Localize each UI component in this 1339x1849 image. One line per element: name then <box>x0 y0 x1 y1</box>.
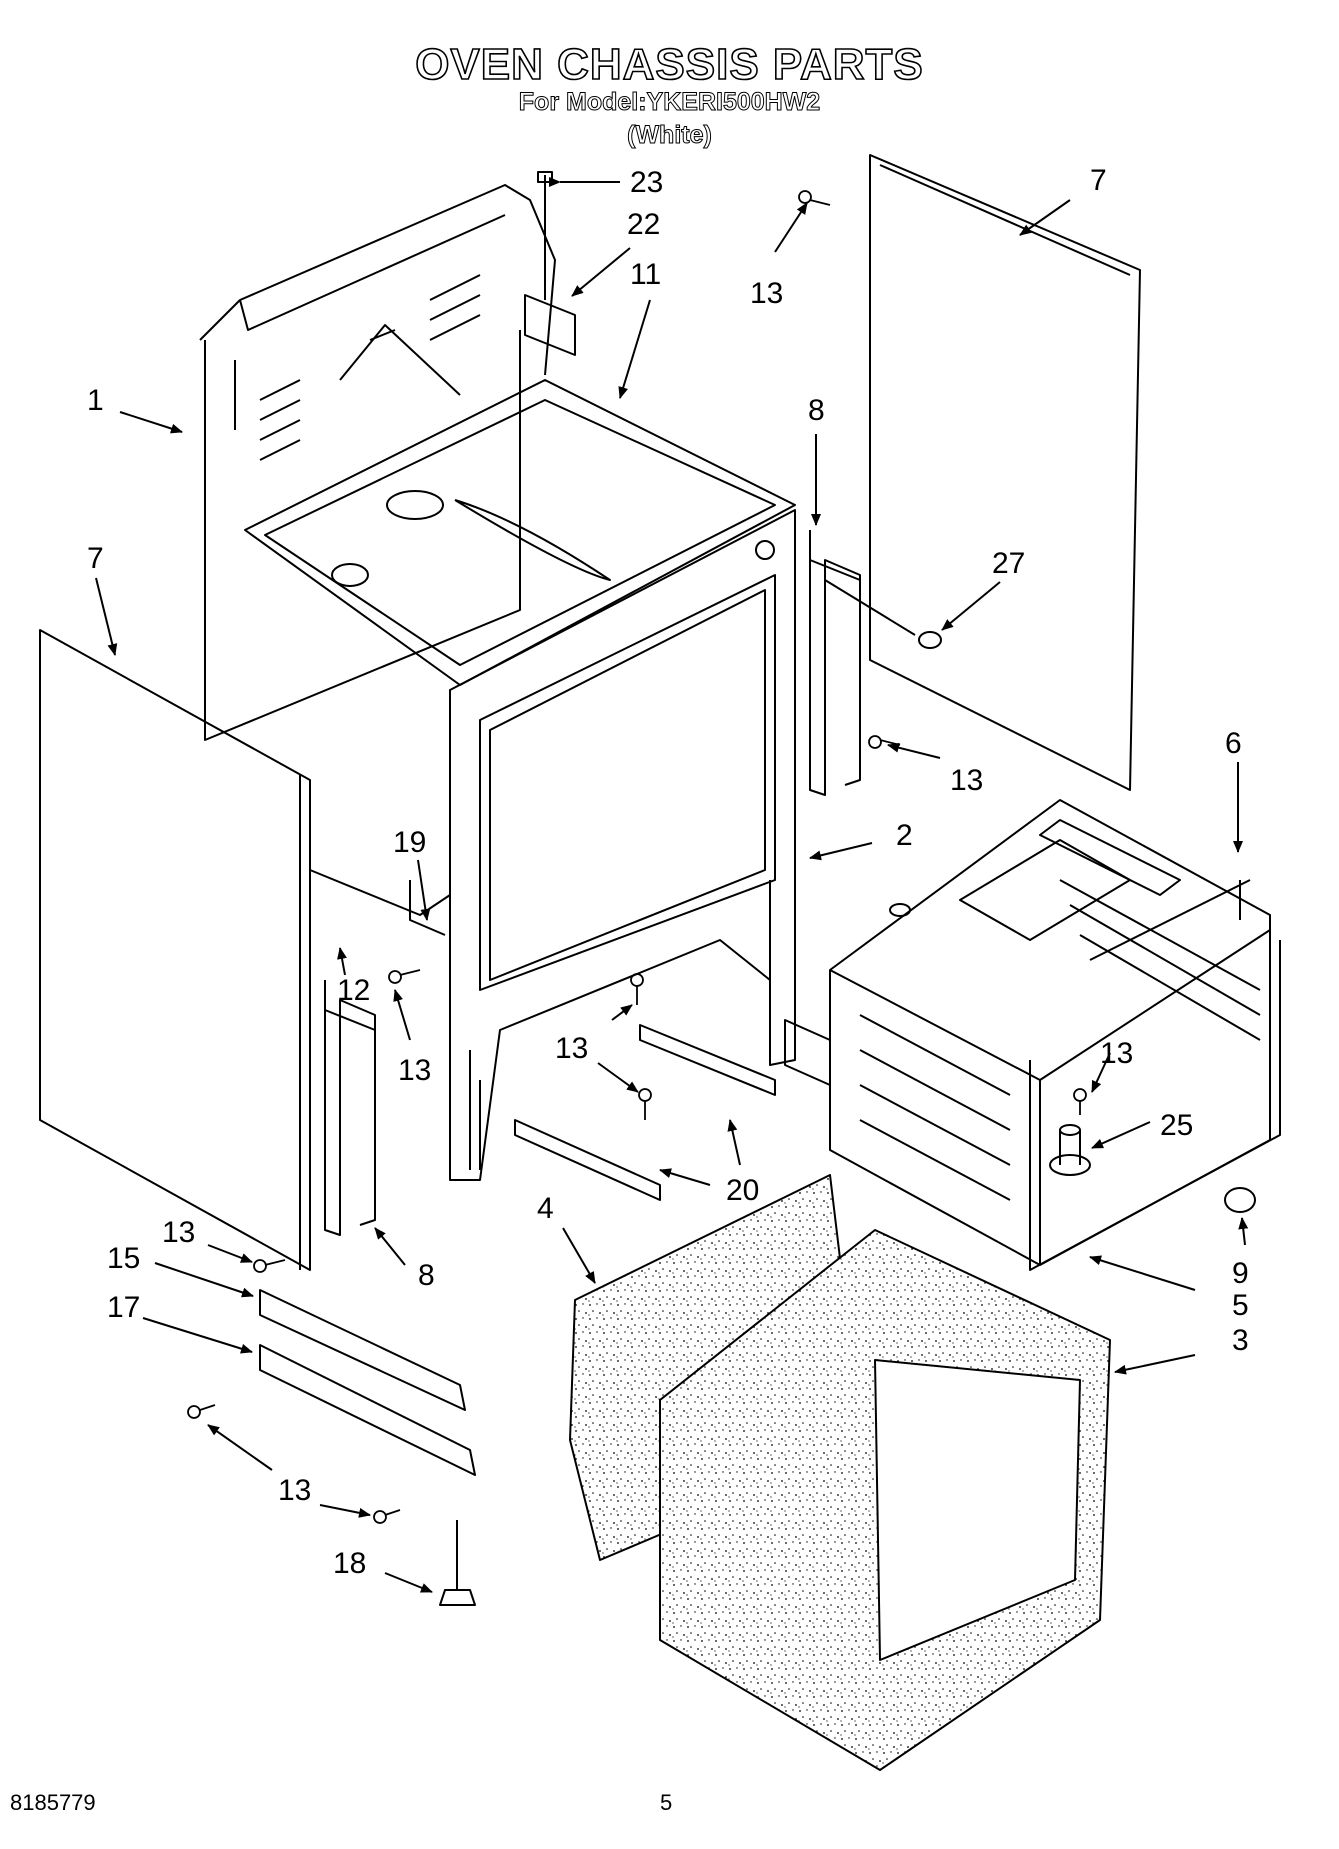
callouts: 23 22 11 1 7 8 7 13 27 13 6 2 19 12 13 1… <box>87 164 1249 1580</box>
callout-12: 12 <box>337 974 370 1007</box>
cooktop-top <box>244 379 796 686</box>
rail-17 <box>259 1344 476 1476</box>
callout-7-left: 7 <box>87 542 104 575</box>
bracket-right <box>809 530 861 796</box>
insulation-blanket-front <box>659 1229 1111 1771</box>
callout-13-bottom: 13 <box>278 1474 311 1507</box>
model-number: For Model:YKERI500HW2 <box>518 88 821 117</box>
callout-13-cavity: 13 <box>1100 1037 1133 1070</box>
color-variant: (White) <box>627 121 713 150</box>
sensor-grommet <box>824 579 942 649</box>
oven-front-frame <box>1029 879 1281 1271</box>
front-frame <box>449 509 796 1181</box>
rail-15 <box>259 1289 466 1411</box>
callout-20: 20 <box>726 1174 759 1207</box>
callout-19: 19 <box>393 826 426 859</box>
callout-2: 2 <box>896 819 913 852</box>
callout-9: 9 <box>1232 1257 1249 1290</box>
callout-23: 23 <box>630 166 663 199</box>
callout-18: 18 <box>333 1547 366 1580</box>
page-title: OVEN CHASSIS PARTS <box>414 39 924 90</box>
bake-element <box>784 1019 831 1086</box>
callout-1: 1 <box>87 384 104 417</box>
bottom-rail-front <box>514 1119 661 1201</box>
hinge-screw <box>537 171 553 300</box>
leader-lines <box>95 177 1249 1593</box>
oven-cavity <box>829 799 1271 1266</box>
screws <box>187 190 1087 1524</box>
door-hinge-receiver <box>524 294 576 356</box>
callout-15: 15 <box>107 1242 140 1275</box>
page-number: 5 <box>660 1790 673 1815</box>
document-number: 8185779 <box>10 1790 96 1815</box>
callout-11: 11 <box>630 258 661 291</box>
bracket-left <box>324 980 376 1236</box>
callout-3: 3 <box>1232 1324 1249 1357</box>
rear-brace <box>309 869 451 936</box>
callout-13-lower-left: 13 <box>162 1216 195 1249</box>
leveling-leg <box>439 1520 476 1606</box>
lamp-lens <box>1224 1187 1256 1213</box>
chassis-frame <box>199 184 556 741</box>
bottom-rail-rear <box>639 1024 776 1096</box>
callout-4: 4 <box>537 1192 554 1225</box>
callout-17: 17 <box>107 1291 140 1324</box>
callout-13-rail: 13 <box>555 1032 588 1065</box>
callout-5: 5 <box>1232 1289 1249 1322</box>
callout-27: 27 <box>992 547 1025 580</box>
callout-22: 22 <box>627 208 660 241</box>
callout-7-right: 7 <box>1090 164 1107 197</box>
callout-13-right: 13 <box>950 764 983 797</box>
callout-25: 25 <box>1160 1109 1193 1142</box>
callout-13-top: 13 <box>750 277 783 310</box>
callout-8-right: 8 <box>808 394 825 427</box>
side-panel-left <box>39 629 311 1271</box>
callout-13-mid-left: 13 <box>398 1054 431 1087</box>
callout-8-left: 8 <box>418 1259 435 1292</box>
side-panel-right <box>869 154 1141 791</box>
thermostat-bulb <box>1049 1124 1091 1176</box>
callout-6: 6 <box>1225 727 1242 760</box>
